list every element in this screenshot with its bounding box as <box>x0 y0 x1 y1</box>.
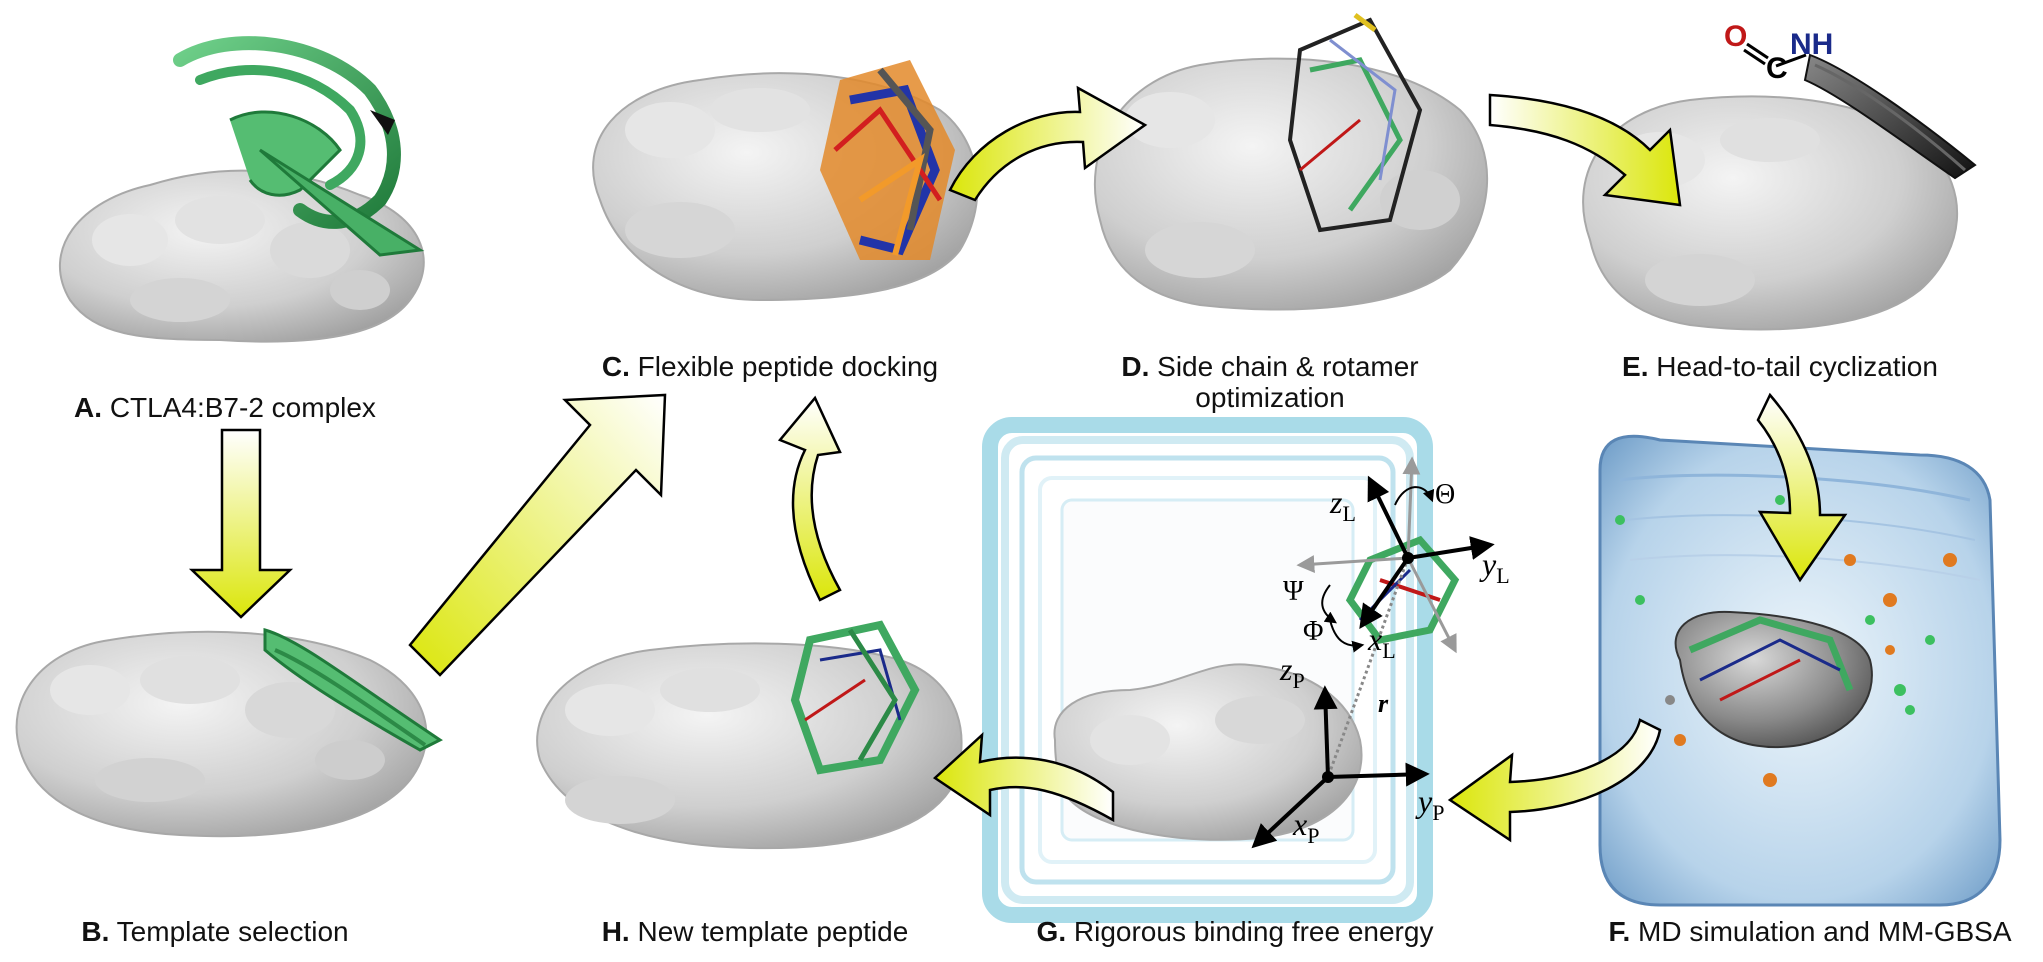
panel-f-ions <box>1615 495 1957 787</box>
axis-label-y-ligand: yL <box>1479 546 1510 588</box>
panel-e-cyclic-peptide <box>1743 42 1977 180</box>
arrow-d-to-e <box>1488 93 1682 207</box>
carbonyl-oxygen-label: O <box>1724 20 1747 53</box>
panel-c-docked-peptides <box>820 60 955 260</box>
panel-e-protein-surface <box>1582 95 1959 331</box>
axis-label-x-protein: xP <box>1292 806 1319 848</box>
arrow-h-to-c <box>777 395 842 602</box>
caption-panel-f: F. MD simulation and MM-GBSA <box>1608 916 2012 947</box>
angle-label-psi: Ψ <box>1283 576 1304 607</box>
angle-label-theta: Θ <box>1435 479 1455 510</box>
caption-panel-d: D. Side chain & rotamer optimization <box>1121 351 1419 413</box>
caption-panel-c: C. Flexible peptide docking <box>601 351 939 382</box>
panel-h-template-peptide <box>790 620 920 775</box>
amide-nh-label: NH <box>1790 28 1833 61</box>
panel-g-coordinate-frames <box>1251 456 1495 849</box>
caption-panel-a: A. CTLA4:B7-2 complex <box>74 392 376 423</box>
caption-panel-g: G. Rigorous binding free energy <box>1036 916 1434 947</box>
axis-label-x-ligand: xL <box>1367 621 1396 663</box>
panel-f-complex <box>1674 610 1873 749</box>
arrow-g-to-h <box>932 731 1115 823</box>
panel-b-protein-surface <box>15 630 428 838</box>
distance-label-r: r <box>1378 689 1389 718</box>
caption-panel-e: E. Head-to-tail cyclization <box>1622 351 1938 382</box>
panel-a-ctla4-ribbon <box>173 36 425 257</box>
panel-d-protein-surface <box>1093 57 1489 311</box>
arrow-c-to-d <box>948 85 1148 202</box>
panel-d-optimized-peptide <box>1287 13 1423 233</box>
arrow-f-to-g <box>1447 718 1662 843</box>
arrow-b-to-c <box>408 393 667 677</box>
caption-panel-h: H. New template peptide <box>601 916 909 947</box>
panel-b-template-strand <box>263 628 443 752</box>
arrow-a-to-b <box>188 428 294 619</box>
angle-label-phi: Φ <box>1303 616 1323 647</box>
panel-a-protein-surface <box>58 169 425 343</box>
caption-panel-b: B. Template selection <box>81 916 349 947</box>
panel-h-protein-surface <box>536 642 963 850</box>
axis-label-y-protein: yP <box>1415 783 1444 825</box>
axis-label-z-ligand: zL <box>1329 484 1356 526</box>
panel-g-axis-labels: zL yL xL zP yP xP Θ Ψ Φ r <box>1279 479 1510 848</box>
axis-label-z-protein: zP <box>1279 651 1305 693</box>
arrow-e-to-f <box>1756 392 1848 583</box>
panel-g-protein-surface <box>1053 663 1363 841</box>
carbonyl-carbon-label: C <box>1766 52 1788 85</box>
